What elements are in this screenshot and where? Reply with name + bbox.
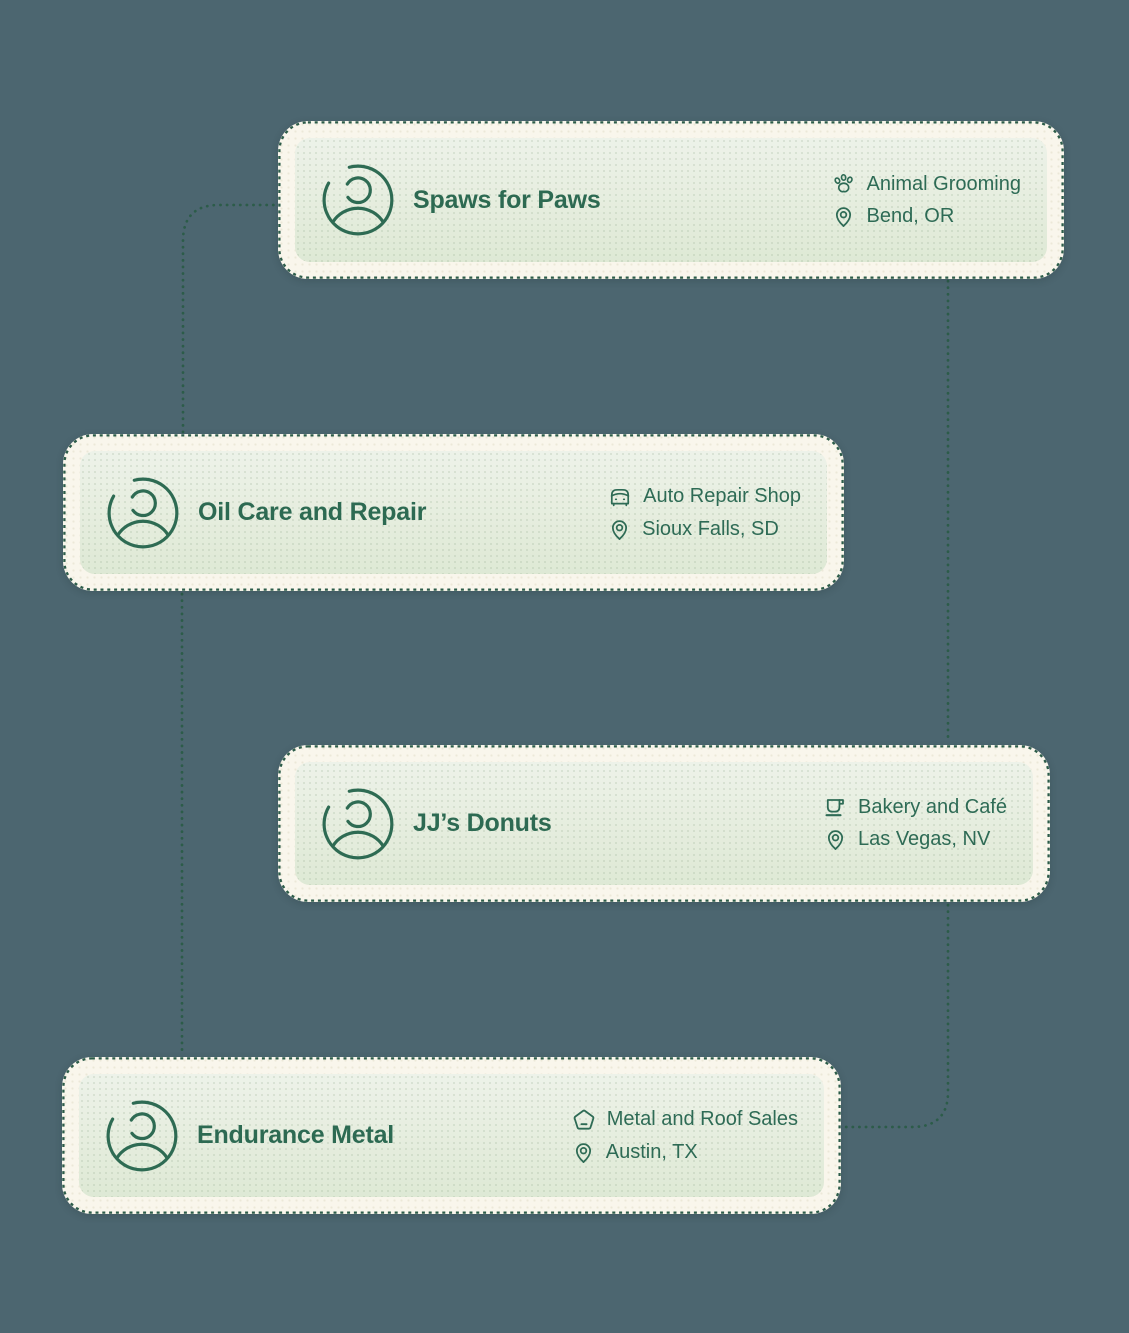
category-label: Auto Repair Shop [643,485,801,507]
location-label: Austin, TX [605,1140,698,1163]
location-label: Bend, OR [866,204,955,227]
category-row: Metal and Roof Sales [571,1107,798,1133]
business-card-1[interactable]: Spaws for Paws Animal Grooming [278,121,1064,279]
category-label: Bakery and Café [858,796,1007,818]
connector-card3-card4 [844,903,950,1129]
card-inner-panel: Oil Care and Repair Auto Repair Shop [80,451,827,574]
business-name: JJ’s Donuts [413,809,552,837]
card-meta: Metal and Roof Sales Austin, TX [571,1107,798,1165]
avatar-icon [107,477,179,548]
location-pin-icon [836,206,852,227]
card-meta: Bakery and Café Las Vegas, NV [823,795,1007,852]
card-inner-panel: Spaws for Paws Animal Grooming [295,138,1047,262]
card-meta: Animal Grooming Bend, OR [831,172,1021,229]
paw-icon [834,173,854,193]
location-row: Las Vegas, NV [823,827,990,852]
avatar-icon [106,1100,178,1171]
category-label: Animal Grooming [866,172,1021,195]
location-pin-icon [612,519,628,540]
location-label: Las Vegas, NV [858,828,991,850]
connector-card1-card2 [181,203,282,434]
card-inner-panel: Endurance Metal Metal and Roof Sales [79,1074,824,1197]
business-card-3[interactable]: JJ’s Donuts Bakery and Café [278,745,1050,902]
location-label: Sioux Falls, SD [642,517,779,540]
coffee-cup-icon [825,799,844,817]
business-card-4[interactable]: Endurance Metal Metal and Roof Sales [62,1057,841,1214]
business-name: Oil Care and Repair [198,498,427,526]
category-row: Animal Grooming [831,172,1021,197]
avatar-icon [322,788,394,859]
card-meta: Auto Repair Shop Sioux Falls, SD [607,484,801,542]
location-row: Austin, TX [571,1140,698,1165]
card-inner-panel: JJ’s Donuts Bakery and Café [295,762,1033,885]
category-label: Metal and Roof Sales [606,1108,798,1130]
business-card-2[interactable]: Oil Care and Repair Auto Repair Shop [63,434,844,591]
category-row: Auto Repair Shop [607,484,801,510]
location-row: Sioux Falls, SD [607,517,779,542]
car-icon [611,488,630,506]
location-pin-icon [575,1142,591,1163]
location-pin-icon [827,830,844,850]
avatar-icon [322,164,394,236]
category-row: Bakery and Café [823,795,1007,820]
business-name: Spaws for Paws [413,185,601,214]
pentagon-icon [573,1109,595,1130]
location-row: Bend, OR [831,204,954,229]
business-name: Endurance Metal [197,1121,395,1149]
